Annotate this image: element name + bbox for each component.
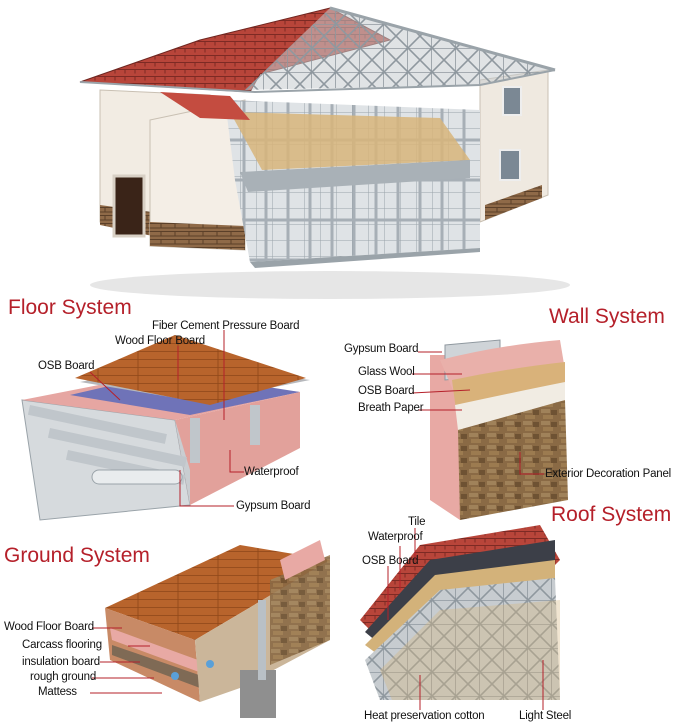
floor-label: Fiber Cement Pressure Board	[152, 320, 300, 332]
wall-system-illustration	[411, 339, 568, 520]
wall-system-title: Wall System	[549, 305, 665, 328]
floor-system-illustration	[21, 330, 310, 521]
house-illustration	[79, 6, 570, 299]
roof-label: Tile	[408, 516, 426, 528]
roof-label: Heat preservation cotton	[364, 710, 485, 722]
wall-label: Glass Wool	[358, 366, 415, 378]
floor-system-title: Floor System	[8, 296, 132, 319]
ground-label: insulation board	[22, 656, 100, 668]
floor-label: Waterproof	[244, 466, 299, 478]
floor-label: OSB Board	[38, 360, 95, 372]
roof-label: Light Steel	[519, 710, 572, 722]
roof-label: OSB Board	[362, 555, 419, 567]
floor-label: Gypsum Board	[236, 500, 311, 512]
roof-system-title: Roof System	[551, 503, 672, 526]
ground-system-illustration	[90, 540, 330, 718]
wall-label: Gypsum Board	[344, 343, 419, 355]
roof-system-illustration	[360, 525, 560, 710]
ground-label: Mattess	[38, 686, 77, 698]
ground-label: rough ground	[30, 671, 97, 683]
wall-label: Exterior Decoration Panel	[545, 468, 672, 480]
wall-label: Breath Paper	[358, 402, 424, 414]
ground-label: Wood Floor Board	[4, 621, 94, 633]
floor-label: Wood Floor Board	[115, 335, 205, 347]
roof-label: Waterproof	[368, 531, 423, 543]
wall-label: OSB Board	[358, 385, 415, 397]
ground-label: Carcass flooring	[22, 639, 102, 651]
ground-system-title: Ground System	[4, 544, 150, 567]
